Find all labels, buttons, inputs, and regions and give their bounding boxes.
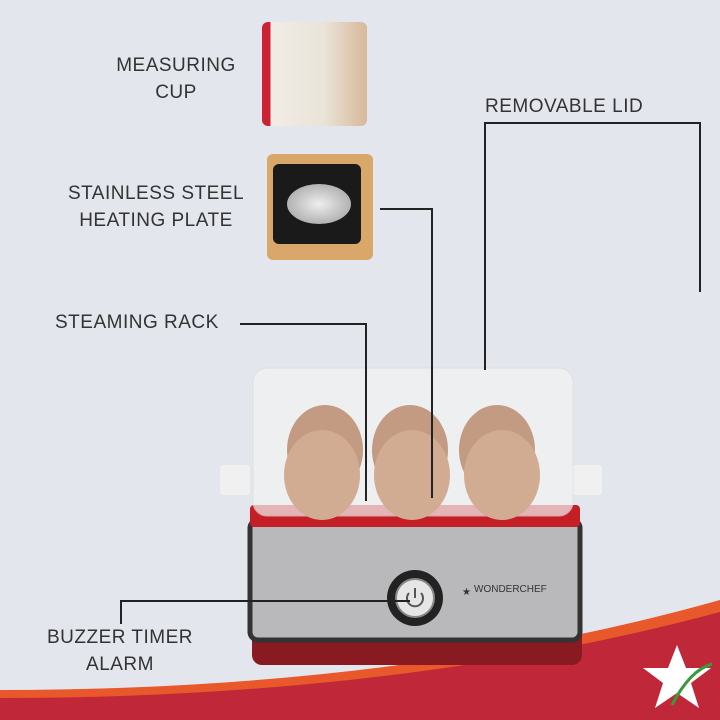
svg-text:★: ★ xyxy=(462,587,471,598)
label-removable-lid: REMOVABLE LID xyxy=(485,96,644,117)
leader-line xyxy=(380,208,432,210)
brand-logo-star xyxy=(643,645,713,708)
leader-line xyxy=(120,600,122,624)
measuring-cup-thumbnail xyxy=(262,22,367,126)
leader-line xyxy=(484,122,486,370)
egg-cooker: ★ xyxy=(220,367,602,665)
leader-line xyxy=(120,600,410,602)
heating-plate-thumbnail xyxy=(267,154,373,260)
leader-line xyxy=(484,122,700,124)
leader-line xyxy=(431,208,433,498)
red-banner xyxy=(0,612,720,720)
brand-name: WONDERCHEF xyxy=(474,584,547,595)
leader-line xyxy=(699,122,701,292)
label-steaming-rack: STEAMING RACK xyxy=(55,312,219,333)
power-icon xyxy=(406,588,424,608)
leader-line xyxy=(240,323,366,325)
leader-line xyxy=(365,323,367,501)
